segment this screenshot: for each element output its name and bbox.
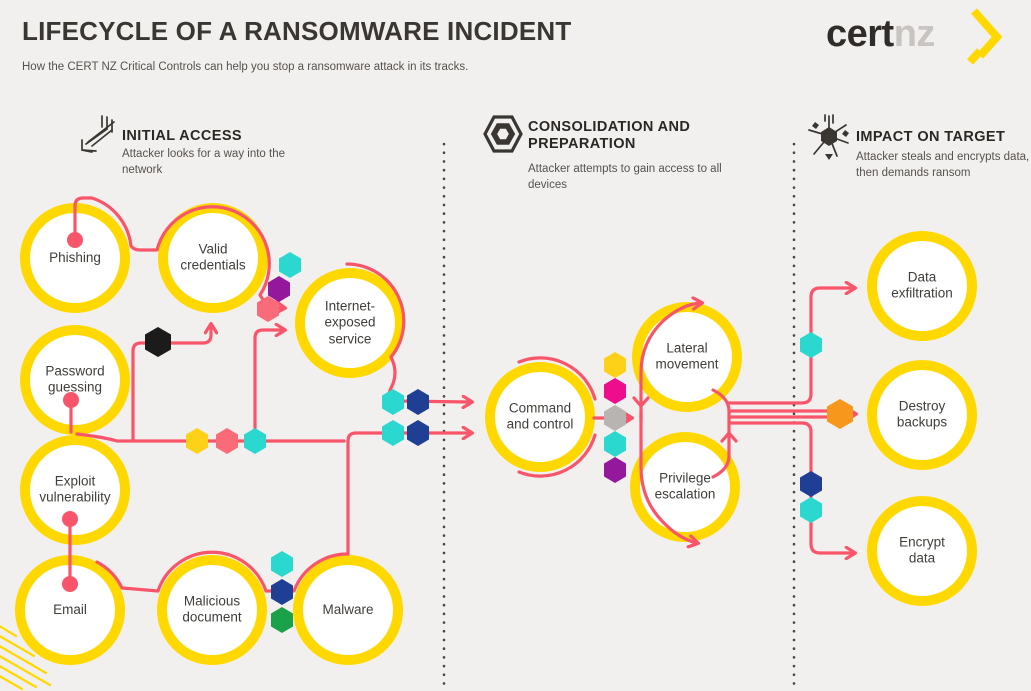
logo-cert-text: cert bbox=[826, 13, 894, 55]
node-label-malware: Malware bbox=[322, 601, 374, 617]
node-label-lateral-movement: Lateral movement bbox=[655, 340, 719, 372]
node-data-exfiltration bbox=[867, 231, 977, 341]
section-title-impact: IMPACT ON TARGET bbox=[856, 129, 1006, 145]
node-label-valid-credentials: Valid credentials bbox=[180, 241, 246, 273]
flow-email-maldoc-malware bbox=[95, 550, 350, 593]
control-hexagon-navy bbox=[271, 579, 293, 605]
section-title-consolidation: CONSOLIDATION AND PREPARATION bbox=[528, 119, 691, 152]
control-hexagon-gray bbox=[604, 405, 626, 431]
node-exploit-vulnerability bbox=[20, 435, 130, 545]
flow-phishing-to-internet-exposed bbox=[73, 196, 284, 308]
node-label-data-exfiltration: Data exfiltration bbox=[891, 269, 953, 301]
control-hexagon-purple bbox=[268, 276, 290, 302]
node-label-phishing: Phishing bbox=[49, 249, 101, 265]
node-label-email: Email bbox=[53, 601, 87, 617]
connection-dot bbox=[62, 511, 78, 527]
section-desc-consolidation: Attacker attempts to gain access to all … bbox=[528, 163, 722, 191]
connection-dots bbox=[62, 232, 83, 592]
node-label-password-guessing: Password guessing bbox=[45, 363, 105, 395]
connection-dot bbox=[63, 392, 79, 408]
control-hexagon-teal bbox=[800, 332, 822, 358]
control-hexagon-orange bbox=[827, 399, 853, 429]
control-hexagon-navy bbox=[800, 471, 822, 497]
flow-exploit-horizontal bbox=[75, 432, 346, 443]
node-malware bbox=[293, 555, 403, 665]
node-destroy-backups bbox=[867, 360, 977, 470]
control-hexagon-salmon bbox=[216, 428, 238, 454]
logo-nz-text: nz bbox=[893, 13, 936, 55]
node-label-privilege-escalation: Privilege escalation bbox=[654, 470, 716, 502]
control-hexagon-green bbox=[271, 607, 293, 633]
initial-access-icon bbox=[81, 115, 115, 153]
flow-to-encrypt-data bbox=[727, 421, 854, 553]
control-hexagon-teal bbox=[382, 389, 404, 415]
up-arrow-bracket bbox=[720, 431, 738, 443]
node-internet-exposed-service bbox=[295, 268, 405, 378]
control-hexagon-yellow bbox=[186, 428, 208, 454]
cc-swoosh-bottom bbox=[517, 433, 597, 478]
down-arrow-left-vertical bbox=[632, 396, 650, 408]
control-hexagon-teal bbox=[279, 252, 301, 278]
section-desc-initial-access: Attacker looks for a way into the networ… bbox=[122, 148, 285, 176]
node-label-encrypt-data: Encrypt data bbox=[899, 534, 945, 566]
flow-password-guessing-to-valid-credentials bbox=[131, 325, 211, 442]
control-hexagon-teal bbox=[382, 420, 404, 446]
page-title: LIFECYCLE OF A RANSOMWARE INCIDENT bbox=[22, 16, 572, 46]
node-label-exploit-vulnerability: Exploit vulnerability bbox=[39, 473, 111, 505]
consolidation-icon bbox=[483, 115, 523, 153]
connection-dot bbox=[62, 576, 78, 592]
page-subtitle: How the CERT NZ Critical Controls can he… bbox=[22, 61, 469, 73]
node-label-command-and-control: Command and control bbox=[506, 400, 574, 432]
flow-junction-to-lateral-movement bbox=[639, 303, 701, 423]
impact-icon bbox=[808, 114, 849, 160]
node-password-guessing bbox=[20, 325, 130, 435]
control-hexagon-navy bbox=[407, 420, 429, 446]
node-label-destroy-backups: Destroy backups bbox=[896, 398, 948, 430]
flow-to-data-exfiltration bbox=[727, 288, 854, 405]
flow-riser-internet-exposed bbox=[253, 330, 284, 443]
control-hexagons bbox=[145, 252, 853, 633]
node-command-and-control bbox=[485, 362, 595, 472]
control-hexagon-navy bbox=[407, 389, 429, 415]
control-hexagon-magenta bbox=[604, 378, 626, 404]
flow-malware-to-cc bbox=[346, 433, 471, 556]
control-hexagon-yellow bbox=[604, 352, 626, 378]
node-malicious-document bbox=[157, 555, 267, 665]
control-hexagon-teal bbox=[604, 431, 626, 457]
control-hexagon-teal bbox=[800, 497, 822, 523]
control-hexagon-purple bbox=[604, 457, 626, 483]
node-label-internet-exposed-service: Internet-exposed service bbox=[324, 298, 376, 347]
connection-dot bbox=[67, 232, 83, 248]
control-hexagon-black bbox=[145, 327, 171, 357]
node-label-malicious-document: Malicious document bbox=[182, 593, 242, 625]
flow-junction-to-privilege-escalation bbox=[639, 412, 697, 543]
corner-stripes-decoration bbox=[0, 625, 52, 691]
node-circles bbox=[15, 203, 977, 665]
control-hexagon-teal bbox=[244, 428, 266, 454]
node-encrypt-data bbox=[867, 496, 977, 606]
control-hexagon-teal bbox=[271, 551, 293, 577]
section-desc-impact: Attacker steals and encrypts data, then … bbox=[856, 151, 1030, 179]
logo-chevron-icon bbox=[967, 8, 1003, 64]
control-hexagon-salmon bbox=[257, 296, 279, 322]
section-title-initial-access: INITIAL ACCESS bbox=[122, 128, 242, 144]
certnz-logo: certnz bbox=[826, 15, 935, 53]
cc-swoosh-top bbox=[517, 356, 597, 401]
